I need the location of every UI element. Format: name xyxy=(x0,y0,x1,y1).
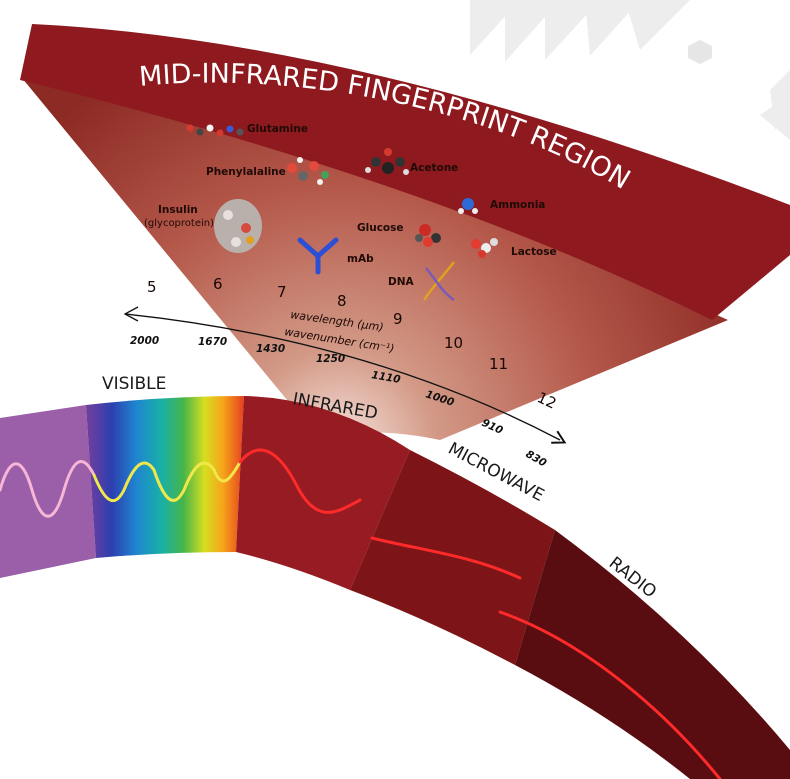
insulin-sublabel: (glycoprotein) xyxy=(144,218,214,229)
visible-band-left xyxy=(0,405,96,578)
wavenumber-tick: 2000 xyxy=(130,335,159,347)
glucose-label: Glucose xyxy=(357,222,404,234)
wavenumber-tick: 910 xyxy=(480,417,505,437)
mab-label: mAb xyxy=(347,253,374,265)
wavelength-tick: 6 xyxy=(213,275,223,293)
decorative-stripes xyxy=(470,0,790,140)
acetone-model xyxy=(365,148,409,175)
molecule-acetone: Acetone xyxy=(365,148,458,175)
wavenumber-tick: 830 xyxy=(524,448,549,469)
radio-band xyxy=(515,530,790,779)
molecule-dna: DNA xyxy=(388,261,455,302)
dna-model xyxy=(422,261,455,302)
fingerprint-fan xyxy=(22,78,728,440)
mab-model xyxy=(297,237,339,275)
phenylalanine-label: Phenylalaline xyxy=(206,166,286,178)
wavelength-tick: 5 xyxy=(147,278,157,296)
wavelength-tick: 9 xyxy=(393,310,403,328)
ammonia-model xyxy=(458,198,478,214)
visible-band-rainbow xyxy=(86,396,244,558)
molecule-insulin: Insulin (glycoprotein) xyxy=(144,199,262,253)
wavelength-tick: 8 xyxy=(337,292,347,310)
insulin-label: Insulin xyxy=(158,204,198,216)
wavenumber-tick: 1110 xyxy=(370,369,401,386)
molecule-glutamine: Glutamine xyxy=(186,123,308,137)
acetone-label: Acetone xyxy=(410,162,458,174)
wavenumber-tick: 1670 xyxy=(198,336,227,348)
phenylalanine-model xyxy=(287,157,329,185)
microwave-band xyxy=(350,450,555,665)
spectrum-bands xyxy=(0,396,790,779)
wavelength-tick: 10 xyxy=(444,334,463,352)
infrared-band xyxy=(236,396,410,590)
lactose-model xyxy=(471,238,498,258)
molecule-ammonia: Ammonia xyxy=(458,198,545,214)
wavelength-ticks: 5 6 7 8 9 10 11 12 xyxy=(147,275,559,413)
wavelength-tick: 7 xyxy=(277,283,287,301)
spectrum-axis-arrow xyxy=(124,313,567,444)
molecule-mab: mAb xyxy=(297,237,374,275)
wavenumber-tick: 1250 xyxy=(316,353,345,365)
wavelength-tick: 11 xyxy=(489,355,508,373)
insulin-model xyxy=(214,199,262,253)
lactose-label: Lactose xyxy=(511,246,557,258)
spectrum-axis-arrow-left xyxy=(123,306,139,322)
wavenumber-tick: 1430 xyxy=(256,343,285,355)
molecule-phenylalanine: Phenylalaline xyxy=(206,157,329,185)
glutamine-model xyxy=(186,124,244,137)
ammonia-label: Ammonia xyxy=(490,199,545,211)
dna-label: DNA xyxy=(388,276,415,288)
visible-label: VISIBLE xyxy=(102,374,166,394)
glucose-model xyxy=(415,224,441,247)
em-wave xyxy=(0,448,722,779)
molecule-lactose: Lactose xyxy=(471,238,557,258)
glutamine-label: Glutamine xyxy=(247,123,308,135)
molecule-glucose: Glucose xyxy=(357,222,441,247)
